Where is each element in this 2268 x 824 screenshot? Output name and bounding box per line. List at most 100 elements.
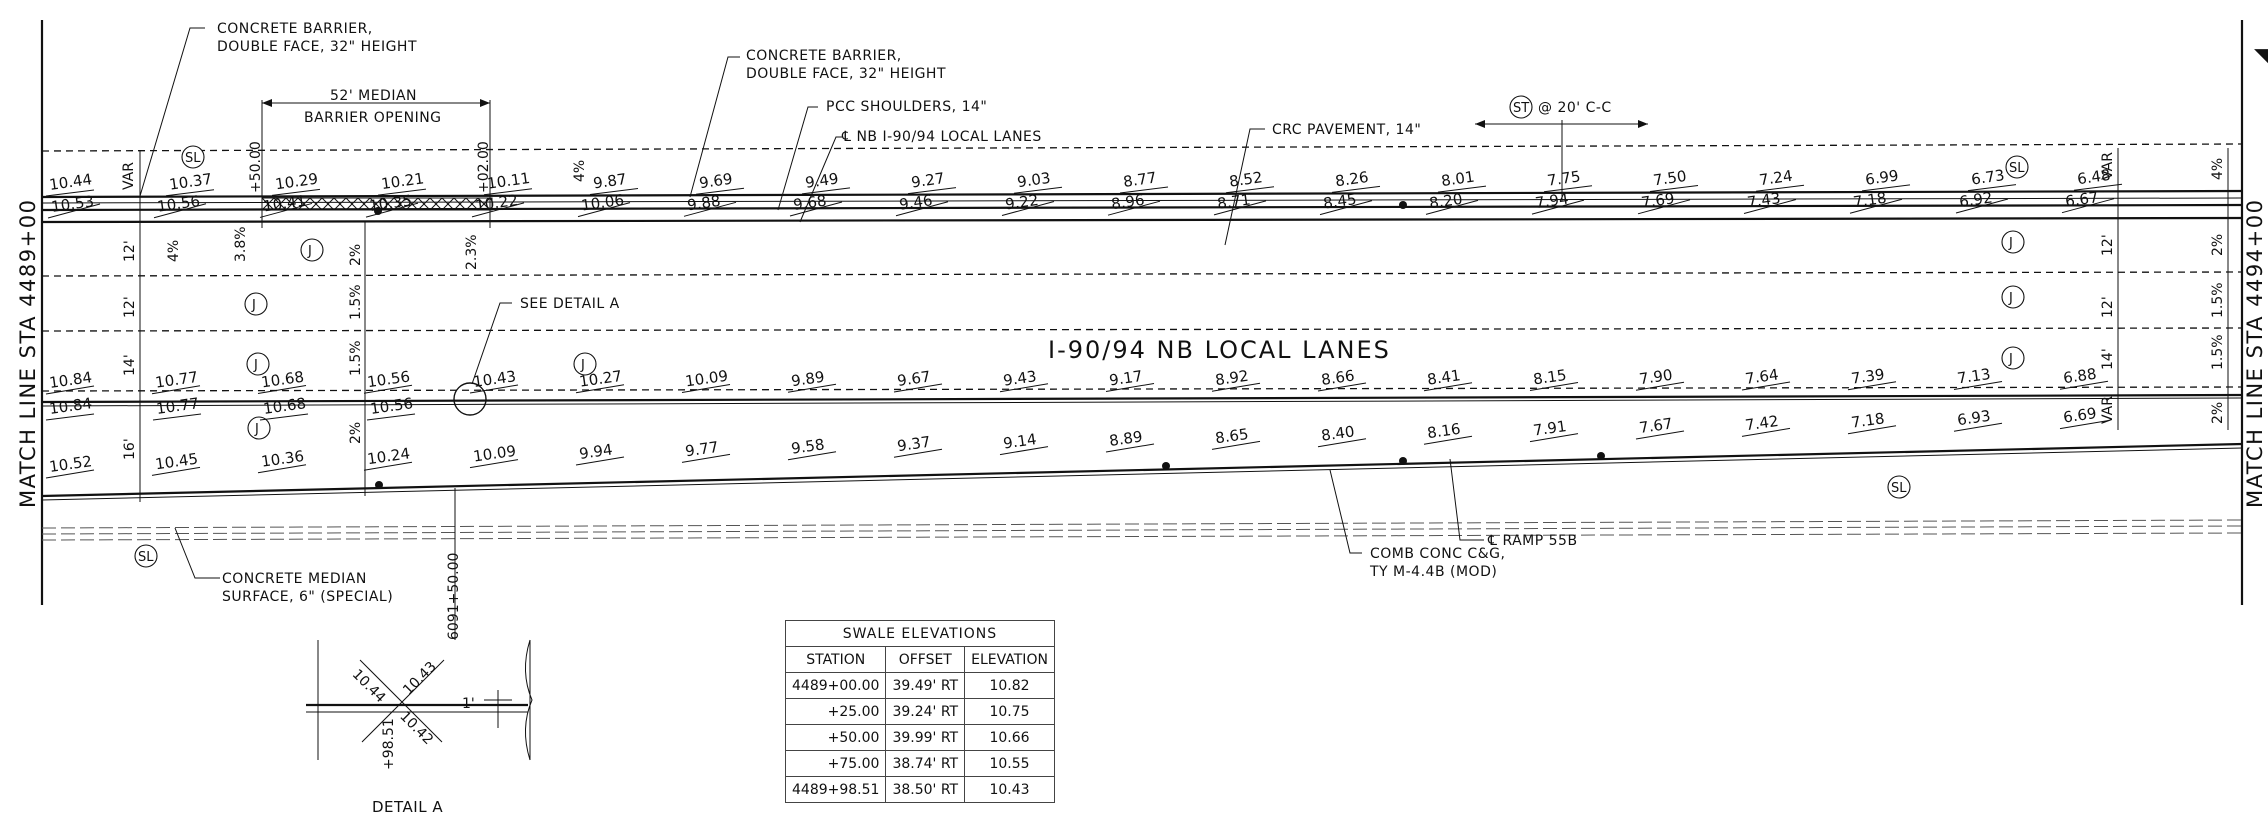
callout-barrier-left-line2: DOUBLE FACE, 32" HEIGHT [217,39,417,55]
elevation-leader [1437,185,1487,193]
elevation-label: 8.01 [1440,168,1476,190]
elevation-leader [1529,433,1579,443]
elevation-leader [1105,443,1155,453]
sl-bubble-3: SL [1887,475,1911,499]
dim-left-1: 12' [122,240,138,262]
swale-header-station: STATION [784,646,887,673]
swale-elevation: 10.82 [964,672,1055,699]
st-spacing-arrow-right [1638,120,1648,128]
j-bubble-3-text: J [253,358,258,373]
sl-bubble-1-text: SL [185,151,201,166]
elevation-label: 8.26 [1334,168,1370,190]
station-plus02: +02.00 [476,141,492,193]
pavement-edge-line-inner [41,447,2243,501]
elevation-label: 8.65 [1214,425,1250,447]
elevation-leader [1013,186,1063,194]
elevation-label: 7.42 [1744,412,1780,434]
st-spacing-arrow-left [1475,120,1485,128]
elevation-leader [1543,185,1593,193]
elevation-label: 6.88 [2062,365,2098,387]
elevation-label: 10.53 [50,192,95,216]
swale-elevation: 10.75 [964,698,1055,725]
dim-right-0: VAR [2100,152,2116,180]
gutter-line-lower [41,397,2243,407]
j-bubble-2: J [244,292,268,316]
slope-left-6: 2.3% [464,234,480,270]
elevation-label: 8.66 [1320,366,1356,388]
elevation-leader [1741,427,1791,437]
elevation-leader [1849,198,1903,214]
callout-crc-pavement: CRC PAVEMENT, 14" [1224,122,1421,246]
callout-barrier-left: CONCRETE BARRIER, DOUBLE FACE, 32" HEIGH… [139,21,417,197]
elevation-label: 6.73 [1970,166,2006,188]
elevation-label: 10.77 [155,394,200,418]
gutter-line-upper [41,393,2243,404]
elevation-leader [2059,420,2109,430]
detail-a-title: DETAIL A [372,798,443,816]
callout-pcc-shoulders: PCC SHOULDERS, 14" [777,99,987,211]
elevation-label: 10.09 [472,442,517,466]
elevation-leader [1213,200,1267,216]
elevation-leader [471,202,525,218]
detail-a-circle [453,382,487,416]
sheet-corner-mark: ◥ [2254,43,2268,67]
elevation-label: 10.29 [274,170,319,194]
slope-left-4: 1.5% [348,340,364,376]
elevation-leader [1423,382,1473,392]
elevation-label: 10.21 [380,169,425,193]
elevation-leader [1317,438,1367,448]
slope-left-barrier: 4% [572,160,588,182]
elevation-label: 6.69 [2062,404,2098,426]
elevation-leader [152,413,202,421]
swale-station: +25.00 [784,698,887,725]
j-bubble-7-text: J [2008,291,2013,306]
swale-offset: 39.49' RT [885,672,966,699]
sl-bubble-2-text: SL [2009,161,2025,176]
lane-line-3 [41,386,2243,392]
elevation-label: 10.43 [472,367,517,391]
table-row: +25.00 39.24' RT 10.75 [784,698,1055,725]
roadway-title: I-90/94 NB LOCAL LANES [1048,336,1391,364]
swale-station: +50.00 [784,724,887,751]
elevation-label: 7.18 [1850,409,1886,431]
elevation-leader [483,188,533,196]
elevation-label: 9.37 [896,433,932,455]
lane-line-2 [41,327,2243,332]
swale-station: +75.00 [784,750,887,777]
elevation-label: 10.37 [168,170,213,194]
barrier-face-bottom [41,203,2243,212]
table-row: 4489+98.51 38.50' RT 10.43 [784,776,1055,803]
dim-left-0: VAR [121,162,137,190]
detail-a-value-3: 10.42 [396,708,436,748]
elevation-leader [1955,198,2009,214]
callout-see-detail: SEE DETAIL A [471,296,620,385]
detail-a-value-1: 10.44 [349,666,389,706]
elevation-label: 7.50 [1652,167,1688,189]
j-bubble-2-text: J [251,298,256,313]
elevation-label: 8.52 [1228,168,1264,190]
j-bubble-7: J [2001,285,2025,309]
swale-offset: 39.24' RT [885,698,966,725]
swale-elevations-table: SWALE ELEVATIONS STATION OFFSET ELEVATIO… [784,620,1055,803]
sl-bubble-4-text: SL [138,550,154,565]
elevation-label: 8.15 [1532,366,1568,388]
elevation-leader [1119,186,1169,194]
elevation-label: 9.87 [592,170,628,192]
j-bubble-8: J [2001,346,2025,370]
swale-elevation: 10.55 [964,750,1055,777]
elevation-leader [377,188,427,196]
detail-a-station: +98.51 [381,718,397,770]
elevation-label: 10.84 [48,368,93,392]
elevation-leader [257,464,307,474]
elevation-leader [259,413,309,421]
detail-a: 10.44 10.43 10.42 +98.51 1' DETAIL A [306,639,533,816]
dim-right-4: VAR [2100,396,2116,424]
elevation-label: 9.77 [684,438,720,460]
slope-right-2: 1.5% [2210,282,2226,318]
elevation-label: 8.77 [1122,168,1158,190]
elevation-leader [47,203,101,219]
elevation-leader [469,459,519,469]
sl-bubble-4: SL [134,544,158,568]
see-detail-label: SEE DETAIL A [520,296,620,312]
elevation-leader [1847,381,1897,391]
